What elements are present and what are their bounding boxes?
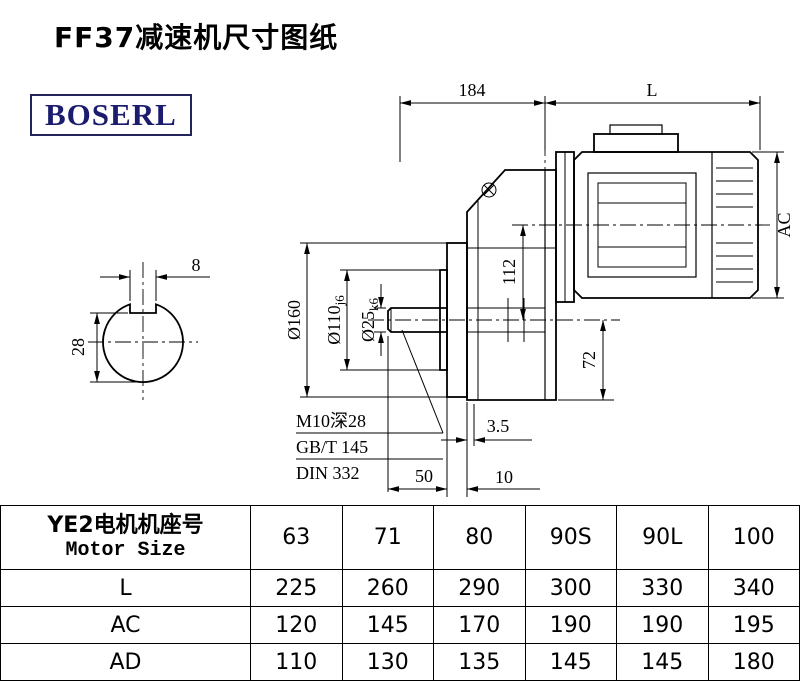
- value-cell: 145: [616, 643, 709, 681]
- row-label-AD: AD: [0, 643, 251, 681]
- dim-label-key-height: 28: [68, 338, 88, 356]
- value-cell: 260: [341, 569, 434, 607]
- brand-logo: BOSERL: [30, 94, 192, 136]
- shaft-cross-section: [102, 303, 184, 383]
- table-row-L: L 225 260 290 300 330 340: [0, 569, 800, 607]
- motor-outline: [555, 124, 759, 303]
- value-cell: 110: [250, 643, 343, 681]
- dim-label-184: 184: [459, 80, 486, 100]
- value-cell: 120: [250, 606, 343, 644]
- dim-label-flange-dia: Ø160: [284, 300, 304, 340]
- motor-size-100: 100: [707, 505, 800, 570]
- value-cell: 195: [707, 606, 800, 644]
- dim-label-112: 112: [499, 259, 519, 285]
- value-cell: 225: [250, 569, 343, 607]
- dimension-drawing: 184 L AC 112 72 Ø160 Ø110j6 Ø25k6 50 10 …: [68, 80, 794, 497]
- eyebolt-plug-icon: [481, 182, 497, 198]
- motor-size-header-cn: YE2电机机座号: [47, 512, 204, 538]
- value-cell: 190: [616, 606, 709, 644]
- value-cell: 135: [433, 643, 526, 681]
- note-gb-standard: GB/T 145: [296, 437, 368, 457]
- motor-dimension-table: YE2电机机座号 Motor Size 63 71 80 90S 90L 100…: [0, 505, 800, 681]
- value-cell: 180: [707, 643, 800, 681]
- value-cell: 170: [433, 606, 526, 644]
- motor-size-header-en: Motor Size: [65, 539, 186, 563]
- motor-size-header-cell: YE2电机机座号 Motor Size: [0, 505, 251, 570]
- dimension-lines: [94, 100, 780, 492]
- row-label-L: L: [0, 569, 251, 607]
- dim-label-3p5: 3.5: [487, 416, 510, 436]
- motor-size-90L: 90L: [616, 505, 709, 570]
- row-label-AC: AC: [0, 606, 251, 644]
- centerlines: [88, 140, 770, 400]
- table-header-row: YE2电机机座号 Motor Size 63 71 80 90S 90L 100: [0, 505, 800, 570]
- dim-label-72: 72: [579, 351, 599, 369]
- extension-lines: [90, 96, 784, 497]
- value-cell: 290: [433, 569, 526, 607]
- motor-size-80: 80: [433, 505, 526, 570]
- table-row-AD: AD 110 130 135 145 145 180: [0, 643, 800, 681]
- value-cell: 330: [616, 569, 709, 607]
- value-cell: 145: [524, 643, 617, 681]
- dim-label-spigot-dia: Ø110j6: [324, 295, 347, 345]
- value-cell: 300: [524, 569, 617, 607]
- page-title: FF37减速机尺寸图纸: [54, 21, 339, 54]
- dim-label-shaft-dia: Ø25k6: [358, 298, 381, 343]
- dim-label-AC: AC: [774, 212, 794, 237]
- note-din-standard: DIN 332: [296, 463, 360, 483]
- dim-label-L: L: [647, 80, 658, 100]
- dim-label-key-width: 8: [192, 255, 201, 275]
- motor-size-90S: 90S: [524, 505, 617, 570]
- value-cell: 145: [341, 606, 434, 644]
- value-cell: 130: [341, 643, 434, 681]
- value-cell: 340: [707, 569, 800, 607]
- motor-size-71: 71: [341, 505, 434, 570]
- table-row-AC: AC 120 145 170 190 190 195: [0, 606, 800, 644]
- motor-size-63: 63: [250, 505, 343, 570]
- dim-label-50: 50: [415, 466, 433, 486]
- note-tapped-hole: M10深28: [296, 411, 366, 431]
- dim-label-10: 10: [495, 467, 513, 487]
- value-cell: 190: [524, 606, 617, 644]
